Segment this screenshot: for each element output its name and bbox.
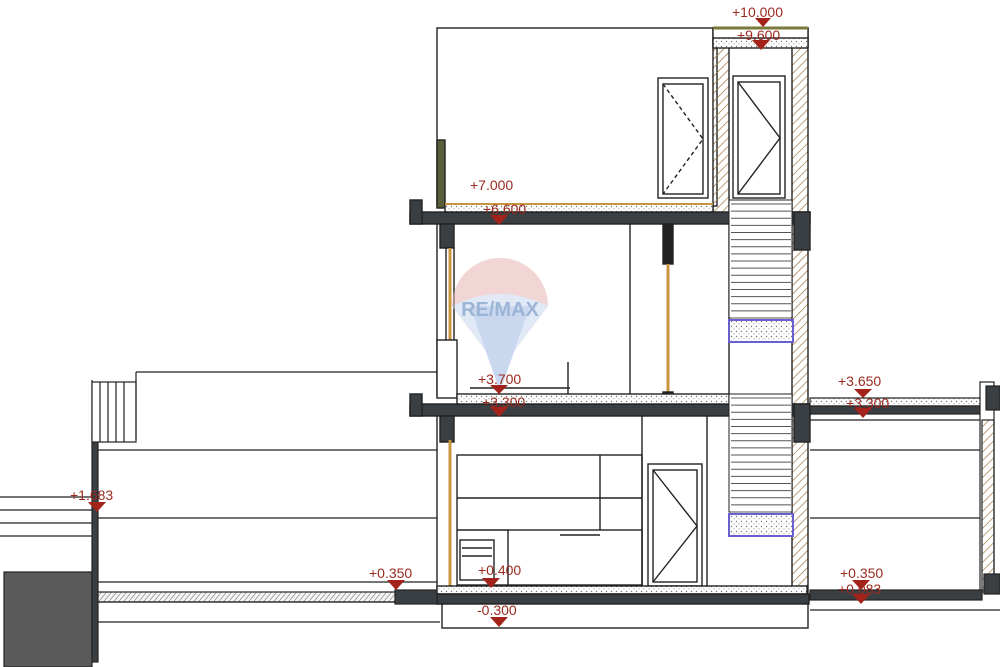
level-floor1-finish: +3.700 [478, 371, 521, 394]
level-label: +3.300 [482, 394, 525, 410]
left-neighbour-building [0, 371, 441, 667]
neighbour-dark-block [3, 571, 93, 667]
level-triangle [490, 617, 508, 627]
level-label: +6.600 [483, 201, 526, 217]
middle-column [662, 223, 674, 265]
level-triangle [854, 389, 872, 398]
level-right-lower: +0.083 [838, 581, 881, 604]
level-left-ground: +1.683 [70, 487, 113, 512]
level-triangle [482, 578, 500, 588]
level-terrace-left: +0.350 [369, 565, 412, 590]
level-floor1-slab: +3.300 [482, 394, 525, 417]
level-roof-parapet: +9.600 [737, 27, 780, 50]
stair-wall-left [712, 27, 730, 219]
level-label: +9.600 [737, 27, 780, 43]
level-terrace-right: +0.350 [840, 565, 883, 590]
level-label: +1.683 [70, 487, 113, 503]
level-label: +7.000 [470, 177, 513, 193]
level-label: +0.350 [369, 565, 412, 581]
level-triangle [490, 407, 508, 417]
level-floor2-slab: +6.600 [483, 201, 526, 225]
level-right-slab: +3.300 [846, 395, 889, 418]
level-triangle [490, 215, 508, 225]
main-building [409, 26, 811, 629]
left-terrace-paving [97, 591, 399, 603]
level-label: +3.650 [838, 373, 881, 389]
level-triangle [752, 40, 770, 50]
stair-wall-right [791, 27, 809, 594]
left-fence [91, 381, 137, 443]
level-triangle [387, 580, 405, 590]
level-label: +0.083 [838, 581, 881, 597]
landing-highlight-lower [728, 513, 794, 537]
ground-door [647, 463, 703, 587]
top-floor-window [657, 77, 709, 199]
oven [459, 539, 495, 581]
level-label: +3.700 [478, 371, 521, 387]
watermark-text: RE/MAX [461, 299, 539, 321]
lower-stair [728, 393, 793, 513]
level-triangle [852, 594, 870, 604]
level-ground-finish: +0.400 [478, 562, 521, 588]
upper-stair [728, 199, 793, 319]
level-right-finish: +3.650 [838, 373, 881, 398]
level-floor2-finish: +7.000 [470, 177, 513, 193]
level-label: -0.300 [477, 602, 517, 618]
level-label: +3.300 [846, 395, 889, 411]
level-label: +10.000 [732, 4, 783, 20]
level-ground-base: -0.300 [477, 602, 517, 627]
remax-watermark: RE/MAX [452, 258, 548, 392]
level-annotations: +10.000 +9.600 +7.000 +6.600 +3.700 +3.3… [70, 4, 889, 627]
level-triangle [854, 408, 872, 418]
foundation [441, 603, 809, 629]
level-triangle [88, 502, 106, 512]
level-label: +0.400 [478, 562, 521, 578]
landing-highlight-upper [728, 319, 794, 343]
right-neighbour-building [809, 381, 1000, 611]
tower-door [732, 75, 786, 199]
level-triangle [755, 18, 771, 27]
level-triangle [490, 385, 508, 394]
level-triangle [852, 580, 870, 590]
level-label: +0.350 [840, 565, 883, 581]
stair-treads [731, 203, 791, 513]
level-roof-top: +10.000 [732, 4, 783, 27]
